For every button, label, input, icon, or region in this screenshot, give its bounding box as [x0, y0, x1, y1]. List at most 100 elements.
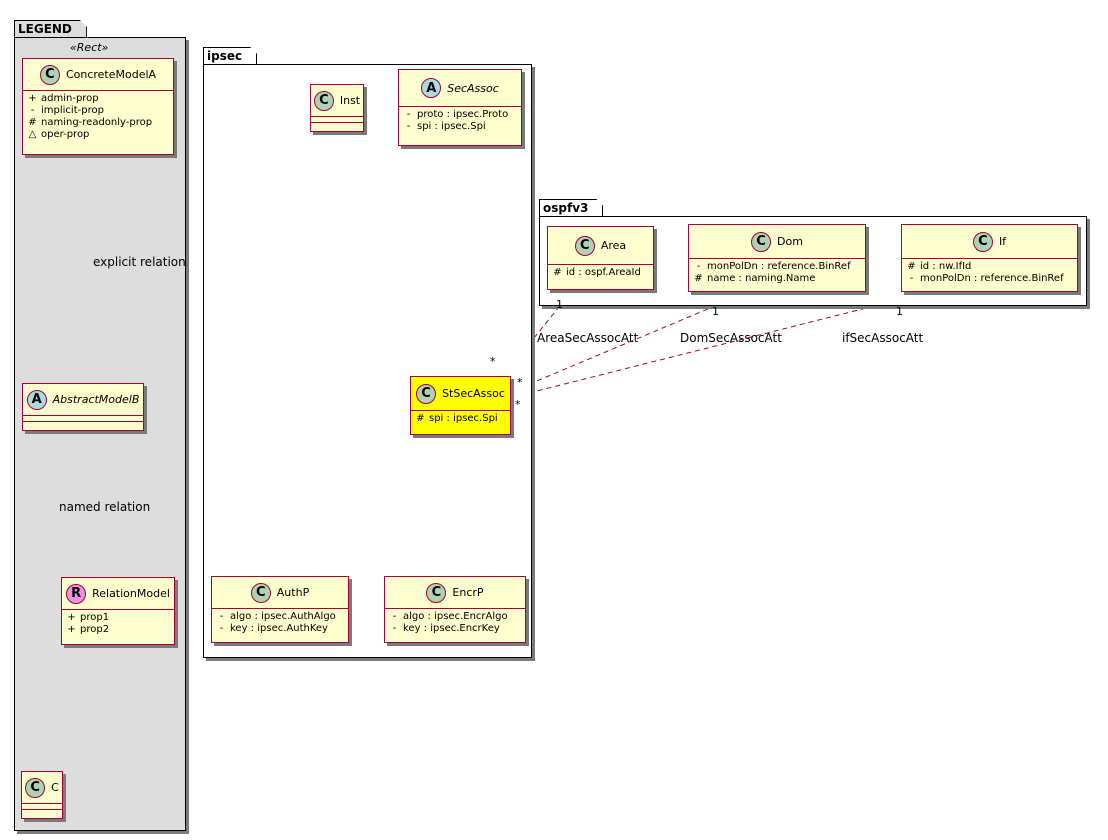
attribute-text: monPolDn : reference.BinRef	[707, 261, 851, 272]
relation-r-icon: R	[66, 583, 87, 604]
area-relation-label: AreaSecAssocAtt	[537, 331, 639, 345]
class-header: C Area	[548, 227, 653, 265]
visibility-icon: +	[28, 93, 37, 104]
attribute-list: -proto : ipsec.Proto -spi : ipsec.Spi	[399, 107, 521, 135]
c-class[interactable]: C C	[21, 771, 63, 819]
if-source-multiplicity: 1	[896, 305, 903, 318]
legend-stereotype: «Rect»	[70, 41, 109, 54]
stsecassoc-class[interactable]: C StSecAssoc #spi : ipsec.Spi	[410, 376, 511, 435]
class-c-icon: C	[313, 90, 334, 111]
visibility-icon: -	[909, 273, 914, 284]
if-target-multiplicity: *	[515, 398, 521, 411]
attribute-row: -monPolDn : reference.BinRef	[907, 273, 1072, 285]
divider	[23, 416, 143, 422]
class-c-icon: C	[25, 777, 46, 798]
class-c-icon: C	[250, 582, 271, 603]
inst-class[interactable]: C Inst	[310, 84, 364, 132]
dom-relation-label: DomSecAssocAtt	[680, 331, 782, 345]
attribute-text: prop1	[80, 612, 110, 623]
dom-target-multiplicity: *	[517, 376, 523, 389]
class-c-icon: C	[972, 231, 993, 252]
class-header: R RelationModel	[62, 578, 174, 610]
dom-class[interactable]: C Dom -monPolDn : reference.BinRef #name…	[688, 224, 866, 292]
attribute-row: -implicit-prop	[28, 105, 168, 117]
attribute-row: # id : ospf.AreaId	[553, 267, 648, 279]
dom-source-multiplicity: 1	[712, 305, 719, 318]
attribute-text: key : ipsec.AuthKey	[230, 623, 328, 634]
visibility-icon: -	[30, 105, 35, 116]
attribute-row: -monPolDn : reference.BinRef	[694, 261, 860, 273]
attribute-list: -algo : ipsec.AuthAlgo -key : ipsec.Auth…	[212, 609, 348, 637]
attribute-text: id : nw.IfId	[920, 261, 972, 272]
attribute-row: +prop2	[67, 624, 169, 636]
attribute-row: -algo : ipsec.AuthAlgo	[217, 611, 343, 623]
visibility-icon: -	[392, 623, 397, 634]
class-header: A AbstractModelB	[23, 384, 143, 416]
divider	[311, 117, 363, 123]
class-name: AuthP	[276, 586, 310, 599]
attribute-row: #spi : ipsec.Spi	[416, 413, 505, 425]
visibility-icon: #	[694, 273, 703, 284]
class-name: SecAssoc	[447, 81, 499, 95]
class-c-icon: C	[751, 231, 772, 252]
class-c-icon: C	[574, 235, 595, 256]
class-name: StSecAssoc	[442, 387, 505, 400]
class-name: Dom	[777, 235, 803, 248]
concrete-model-a-class[interactable]: C ConcreteModelA + admin-prop -implicit-p…	[22, 58, 174, 155]
secassoc-class[interactable]: A SecAssoc -proto : ipsec.Proto -spi : i…	[398, 69, 522, 146]
visibility-icon: +	[67, 612, 76, 623]
visibility-icon: -	[406, 109, 411, 120]
named-relation-label: named relation	[59, 500, 151, 514]
attribute-list: -algo : ipsec.EncrAlgo -key : ipsec.Encr…	[385, 609, 525, 637]
abstract-a-icon: A	[421, 78, 442, 98]
attribute-list: # id : ospf.AreaId	[548, 265, 653, 281]
ipsec-title: ipsec	[207, 49, 243, 63]
attribute-row: -spi : ipsec.Spi	[404, 121, 516, 133]
attribute-text: naming-readonly-prop	[41, 117, 153, 128]
class-name: C	[51, 781, 59, 794]
encrp-class[interactable]: C EncrP -algo : ipsec.EncrAlgo -key : ip…	[384, 576, 526, 643]
visibility-icon: +	[67, 624, 76, 635]
attribute-list: -monPolDn : reference.BinRef #name : nam…	[689, 259, 865, 287]
area-class[interactable]: C Area # id : ospf.AreaId	[547, 226, 654, 290]
class-c-icon: C	[39, 64, 60, 85]
class-name: ConcreteModelA	[65, 68, 157, 81]
class-header: C ConcreteModelA	[23, 59, 173, 91]
visibility-icon: -	[696, 261, 701, 272]
abstract-model-b-class[interactable]: A AbstractModelB	[22, 383, 144, 431]
attribute-row: # naming-readonly-prop	[28, 117, 168, 129]
class-c-icon: C	[416, 383, 437, 404]
attribute-text: key : ipsec.EncrKey	[403, 623, 500, 634]
visibility-icon: #	[553, 267, 562, 278]
attribute-row: -algo : ipsec.EncrAlgo	[390, 611, 520, 623]
class-name: If	[998, 235, 1007, 248]
attribute-list: + admin-prop -implicit-prop # naming-reado…	[23, 91, 173, 143]
class-header: C Inst	[311, 85, 363, 117]
visibility-icon: #	[28, 117, 37, 128]
area-target-multiplicity: *	[490, 355, 496, 368]
divider	[22, 804, 62, 810]
visibility-icon: -	[392, 611, 397, 622]
class-name: AbstractModelB	[52, 393, 140, 406]
attribute-row: # id : nw.IfId	[907, 261, 1072, 273]
attribute-text: algo : ipsec.EncrAlgo	[403, 611, 508, 622]
ipsec-package-tab: ipsec	[203, 47, 257, 64]
legend-package: «Rect»	[14, 37, 186, 831]
if-relation-line	[512, 294, 919, 400]
attribute-text: implicit-prop	[41, 105, 104, 116]
relation-model-class[interactable]: R RelationModel + prop1 +prop2	[61, 577, 175, 645]
visibility-icon: #	[907, 261, 916, 272]
attribute-text: id : ospf.AreaId	[566, 267, 641, 278]
attribute-row: -proto : ipsec.Proto	[404, 109, 516, 121]
attribute-text: proto : ipsec.Proto	[417, 109, 509, 120]
class-header: C C	[22, 772, 62, 804]
attribute-row: #name : naming.Name	[694, 273, 860, 285]
class-header: A SecAssoc	[399, 70, 521, 107]
class-header: C If	[902, 225, 1077, 259]
attribute-text: admin-prop	[41, 93, 99, 104]
attribute-row: + prop1	[67, 612, 169, 624]
attribute-list: #spi : ipsec.Spi	[411, 411, 510, 427]
authp-class[interactable]: C AuthP -algo : ipsec.AuthAlgo -key : ip…	[211, 576, 349, 643]
if-class[interactable]: C If # id : nw.IfId -monPolDn : reference…	[901, 224, 1078, 292]
attribute-text: spi : ipsec.Spi	[429, 413, 498, 424]
